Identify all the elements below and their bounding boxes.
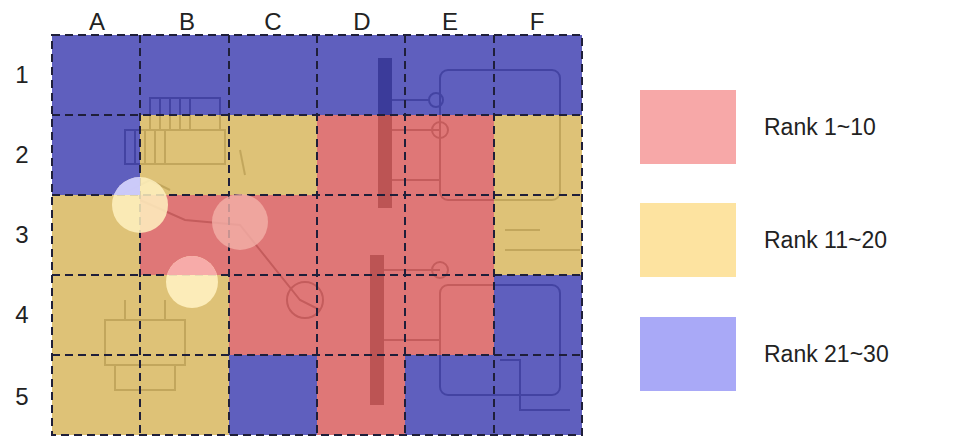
row-label: 4 — [15, 303, 28, 327]
column-label: F — [530, 10, 545, 34]
row-label: 1 — [15, 63, 28, 87]
grid-lines — [52, 35, 582, 435]
column-label: A — [89, 10, 105, 34]
sensor-markers — [112, 177, 268, 308]
heat-cells — [52, 35, 582, 435]
column-label: B — [179, 10, 195, 34]
column-label: D — [353, 10, 370, 34]
legend-label: Rank 1~10 — [764, 116, 876, 139]
row-label: 3 — [15, 223, 28, 247]
legend-swatch — [640, 317, 736, 391]
legend-swatch — [640, 90, 736, 164]
legend-label: Rank 11~20 — [764, 229, 887, 252]
row-label: 2 — [15, 143, 28, 167]
column-label: C — [264, 10, 281, 34]
column-label: E — [442, 10, 458, 34]
legend-label: Rank 21~30 — [764, 343, 889, 366]
legend-swatch — [640, 203, 736, 277]
row-label: 5 — [15, 385, 28, 409]
